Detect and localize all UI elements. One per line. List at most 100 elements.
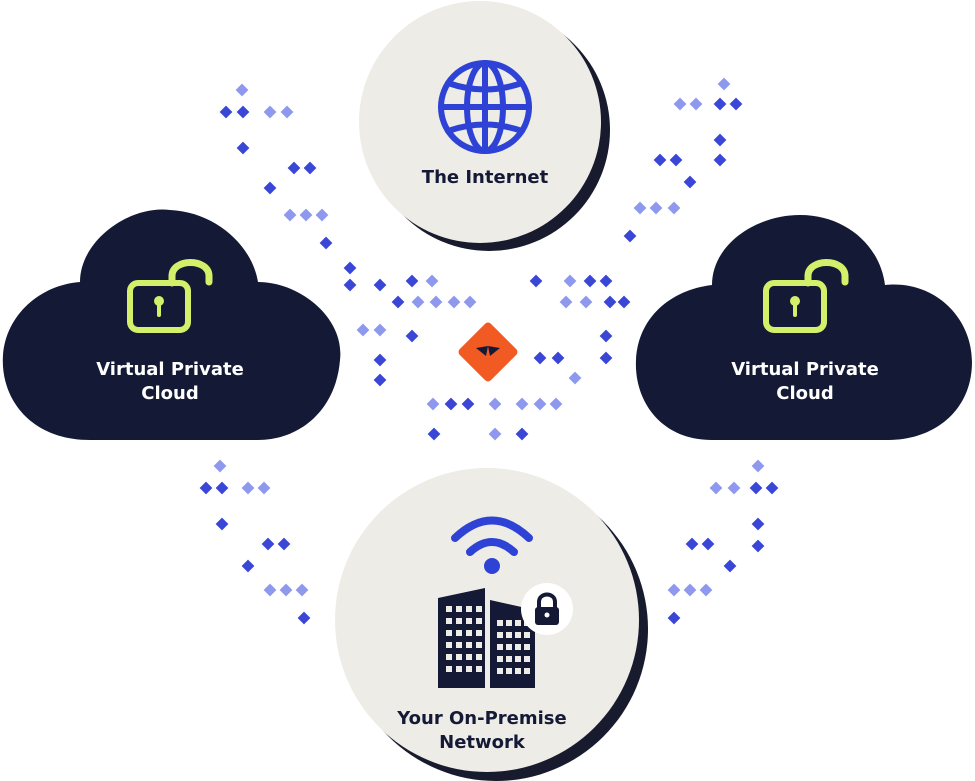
trail-dot [257,481,271,495]
building-window [456,666,462,672]
trail-dot [673,97,687,111]
building-window [506,644,512,650]
trail-dot [405,274,419,288]
internet-label: The Internet [422,167,549,188]
trail-dot [215,517,229,531]
building-window [476,606,482,612]
trail-dot [426,397,440,411]
building-window [476,666,482,672]
trail-dot [713,153,727,167]
unlocked-padlock-icon [763,259,849,333]
building-window [515,668,521,674]
building-window [515,644,521,650]
building-window [446,606,452,612]
trail-dot [391,295,405,309]
trail-dot [749,481,763,495]
trail-dot [633,201,647,215]
building-window [524,656,530,662]
trail-dot [447,295,461,309]
vpc-right-label-line1: Virtual Private [731,359,879,380]
trail-dot [563,274,577,288]
trail-dot [356,323,370,337]
building-window [456,654,462,660]
trail-dot [461,397,475,411]
building-window [446,630,452,636]
building-window [515,620,521,626]
trail-dot [319,236,333,250]
onprem-node: Your On-Premise Network [335,468,648,781]
building-window [446,654,452,660]
building-window [476,642,482,648]
building-window [476,618,482,624]
trail-dot [667,583,681,597]
building-window [456,642,462,648]
trail-dot [751,539,765,553]
trail-dot [236,105,250,119]
building-window [497,668,503,674]
trail-dot [559,295,573,309]
building-window [466,666,472,672]
building-window [456,606,462,612]
trail-dot [213,459,227,473]
trail-dot [277,537,291,551]
trail-dot [683,583,697,597]
trail-dot [529,274,543,288]
building-window [524,668,530,674]
building-window [524,644,530,650]
vpc-left-cloud [2,209,341,440]
trail-dot [425,274,439,288]
trail-dot [701,537,715,551]
building-window [466,654,472,660]
building-window [446,618,452,624]
trail-dot [667,611,681,625]
trail-dot [295,583,309,597]
trail-dot [279,583,293,597]
trail-dot [669,153,683,167]
trail-dot [373,373,387,387]
trail-dot [533,351,547,365]
building-window [466,606,472,612]
building-window [497,632,503,638]
trail-dot [261,537,275,551]
trail-dot [599,329,613,343]
vpc-left-node: Virtual Private Cloud [2,209,341,440]
trail-dot [373,353,387,367]
trail-dot [488,427,502,441]
vpc-left-label-line2: Cloud [141,383,198,404]
trail-dot [583,274,597,288]
office-building-icon [438,588,535,688]
trail-dot [411,295,425,309]
trail-dot [287,161,301,175]
globe-icon [438,60,532,154]
trail-dot [315,208,329,222]
trail-dot [241,481,255,495]
trail-dot [199,481,213,495]
trail-dot [579,295,593,309]
trail-dot [297,611,311,625]
trail-dot [429,295,443,309]
trail-dot [444,397,458,411]
trail-dot [729,97,743,111]
internet-node: The Internet [359,1,610,251]
building-window [506,632,512,638]
trail-dot [283,208,297,222]
trail-dot [649,201,663,215]
building-window [476,630,482,636]
building-window [476,654,482,660]
trail-dot [299,208,313,222]
padlock-badge-icon [521,583,573,635]
trail-dot [599,351,613,365]
vpc-right-label-line2: Cloud [776,383,833,404]
trail-dot [373,278,387,292]
trail-dot [488,397,502,411]
trail-dot [717,77,731,91]
trail-dot [549,397,563,411]
building-window [497,656,503,662]
building-window [497,620,503,626]
trail-dot [303,161,317,175]
trail-dot [653,153,667,167]
trail-dot [727,481,741,495]
trail-dot [236,141,250,155]
building-window [446,642,452,648]
